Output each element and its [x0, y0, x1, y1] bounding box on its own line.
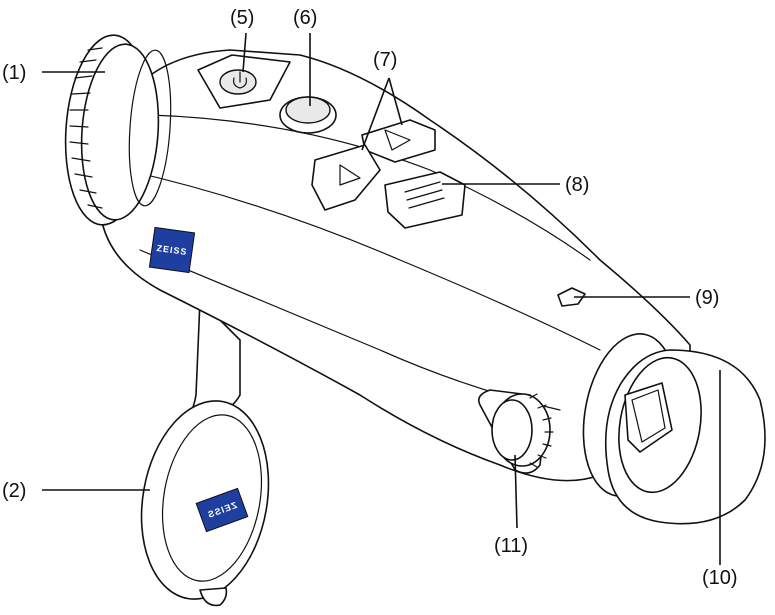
callout-11: (11)	[494, 535, 528, 557]
lens-cap-assembly: ZEISS	[127, 300, 284, 609]
callout-8: (8)	[565, 174, 589, 196]
body-zeiss-logo: ZEISS	[149, 227, 194, 272]
callout-10: (10)	[702, 567, 738, 589]
callout-1: (1)	[2, 62, 26, 84]
power-button-5	[220, 70, 256, 94]
callout-5: (5)	[230, 7, 254, 29]
callout-6: (6)	[293, 7, 317, 29]
callout-7: (7)	[373, 49, 397, 71]
callout-9: (9)	[695, 287, 719, 309]
callout-2: (2)	[2, 480, 26, 502]
